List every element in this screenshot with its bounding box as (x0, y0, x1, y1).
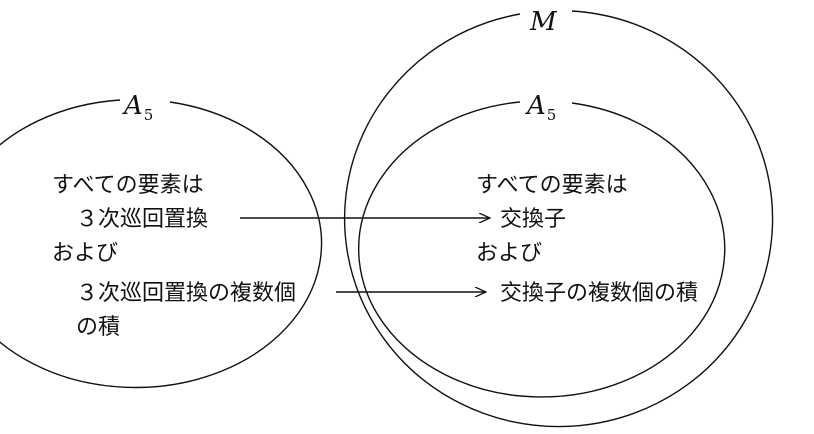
set-a5-right-label: A5 (525, 91, 556, 124)
right-text-line-3: および (476, 241, 542, 266)
set-a5-left-label: A5 (122, 91, 153, 124)
left-text-line-4: ３次巡回置換の複数個 (76, 281, 296, 306)
left-text-line-3: および (52, 241, 118, 266)
left-text-line-2: ３次巡回置換 (76, 207, 208, 232)
right-text-line-4: 交換子の複数個の積 (500, 281, 698, 306)
left-text-line-1: すべての要素は (52, 173, 204, 198)
set-m-label: M (529, 7, 558, 37)
right-text-line-1: すべての要素は (476, 173, 628, 198)
set-a5-right-ellipse (358, 101, 726, 398)
set-m-ellipse (343, 10, 774, 428)
right-text-line-2: 交換子 (500, 207, 566, 232)
set-a5-left-ellipse (0, 99, 323, 389)
left-text-line-5: の積 (76, 315, 120, 340)
